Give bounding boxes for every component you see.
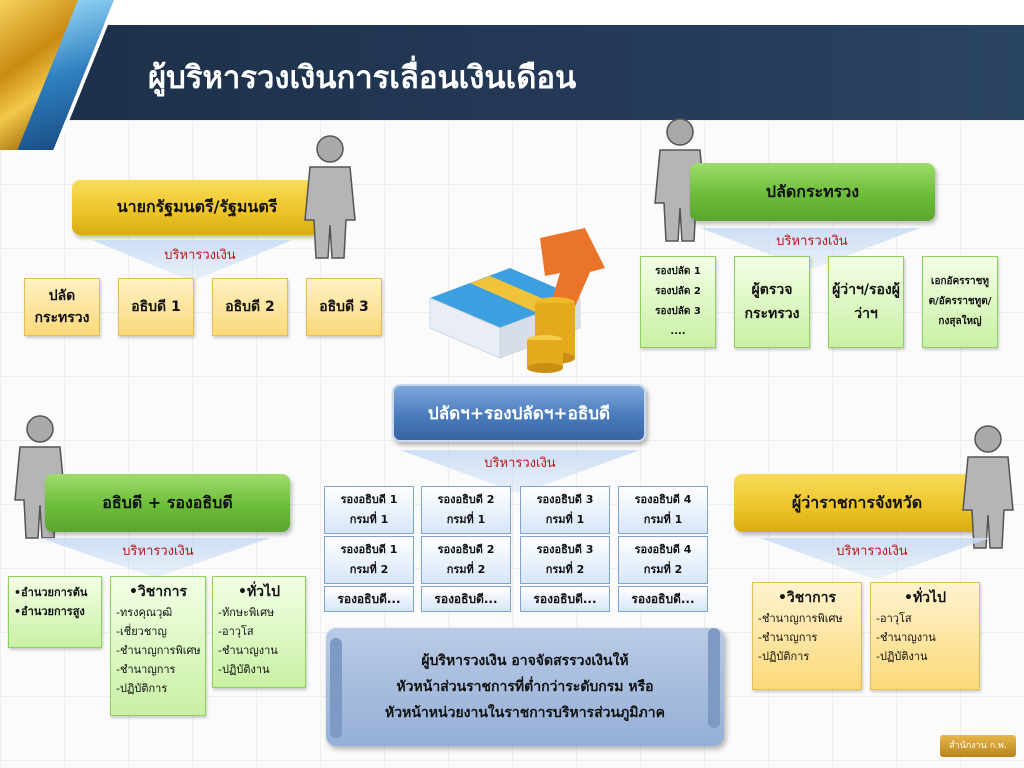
card-dg-2: อธิบดี 2 — [212, 278, 288, 336]
dg-bar: อธิบดี + รองอธิบดี — [45, 474, 290, 532]
dg-academic-list: •วิชาการ -ทรงคุณวุฒิ -เชี่ยวชาญ -ชำนาญกา… — [110, 576, 206, 716]
note-scroll: ผู้บริหารวงเงิน อาจจัดสรรวงเงินให้ หัวหน… — [326, 628, 724, 746]
manage-label-ps: บริหารวงเงิน — [776, 234, 848, 249]
grid-cell: รองอธิบดี 4 กรมที่ 1 — [618, 486, 708, 534]
deputy-dg-grid: รองอธิบดี 1 กรมที่ 1 รองอธิบดี 2 กรมที่ … — [322, 486, 712, 614]
money-illustration-icon — [429, 228, 605, 373]
person-icon — [304, 135, 356, 259]
card-inspector: ผู้ตรวจกระทรวง — [734, 256, 810, 348]
dg-label: อธิบดี + รองอธิบดี — [102, 492, 233, 512]
header-banner — [0, 25, 1024, 120]
ocsc-logo: สำนักงาน ก.พ. — [940, 735, 1016, 757]
grid-cell: รองอธิบดี 1 กรมที่ 1 — [324, 486, 414, 534]
grid-cell: รองอธิบดี 2 กรมที่ 1 — [421, 486, 511, 534]
note-line: หัวหน้าส่วนราชการที่ต่ำกว่าระดับกรม หรือ — [396, 679, 654, 695]
permanent-secretary-label: ปลัดกระทรวง — [765, 181, 860, 201]
manage-label-dg: บริหารวงเงิน — [122, 544, 194, 559]
dg-exec-list: •อำนวยการต้น •อำนวยการสูง — [8, 576, 102, 648]
governor-bar: ผู้ว่าราชการจังหวัด — [734, 474, 980, 532]
note-line: ผู้บริหารวงเงิน อาจจัดสรรวงเงินให้ — [421, 653, 629, 669]
manage-label-center: บริหารวงเงิน — [484, 456, 556, 471]
card-permanent-secretary: ปลัดกระทรวง — [24, 278, 100, 336]
card-dg-1: อธิบดี 1 — [118, 278, 194, 336]
grid-cell: รองอธิบดี... — [618, 586, 708, 612]
center-exec-label: ปลัดฯ+รองปลัดฯ+อธิบดี — [427, 403, 611, 424]
card-deputy-ps: รองปลัด 1 รองปลัด 2 รองปลัด 3 .... — [640, 256, 716, 348]
grid-cell: รองอธิบดี 1 กรมที่ 2 — [324, 536, 414, 584]
grid-cell: รองอธิบดี 4 กรมที่ 2 — [618, 536, 708, 584]
grid-cell: รองอธิบดี... — [421, 586, 511, 612]
dg-general-list: •ทั่วไป -ทักษะพิเศษ -อาวุโส -ชำนาญงาน -ป… — [212, 576, 306, 688]
governor-label: ผู้ว่าราชการจังหวัด — [791, 492, 923, 512]
manage-label-pm: บริหารวงเงิน — [164, 248, 236, 263]
grid-cell: รองอธิบดี... — [324, 586, 414, 612]
card-ambassador: เอกอัครราชทูต/อัครราชทูต/กงสุลใหญ่ — [922, 256, 998, 348]
note-line: หัวหน้าหน่วยงานในราชการบริหารส่วนภูมิภาค — [385, 705, 665, 721]
permanent-secretary-bar: ปลัดกระทรวง — [690, 163, 935, 221]
gov-general-list: •ทั่วไป -อาวุโส -ชำนาญงาน -ปฏิบัติงาน — [870, 582, 980, 690]
grid-cell: รองอธิบดี 2 กรมที่ 2 — [421, 536, 511, 584]
grid-cell: รองอธิบดี 3 กรมที่ 2 — [520, 536, 610, 584]
card-dg-3: อธิบดี 3 — [306, 278, 382, 336]
person-icon — [962, 425, 1014, 549]
card-governor: ผู้ว่าฯ/รองผู้ว่าฯ — [828, 256, 904, 348]
pm-minister-bar: นายกรัฐมนตรี/รัฐมนตรี — [72, 180, 322, 235]
corner-gold-image — [0, 0, 128, 160]
pm-minister-label: นายกรัฐมนตรี/รัฐมนตรี — [116, 197, 278, 216]
center-exec-bar: ปลัดฯ+รองปลัดฯ+อธิบดี — [392, 384, 646, 442]
manage-label-gov: บริหารวงเงิน — [836, 544, 908, 559]
page-title: ผู้บริหารวงเงินการเลื่อนเงินเดือน — [148, 60, 577, 96]
grid-cell: รองอธิบดี 3 กรมที่ 1 — [520, 486, 610, 534]
gov-academic-list: •วิชาการ -ชำนาญการพิเศษ -ชำนาญการ -ปฏิบั… — [752, 582, 862, 690]
grid-cell: รองอธิบดี... — [520, 586, 610, 612]
